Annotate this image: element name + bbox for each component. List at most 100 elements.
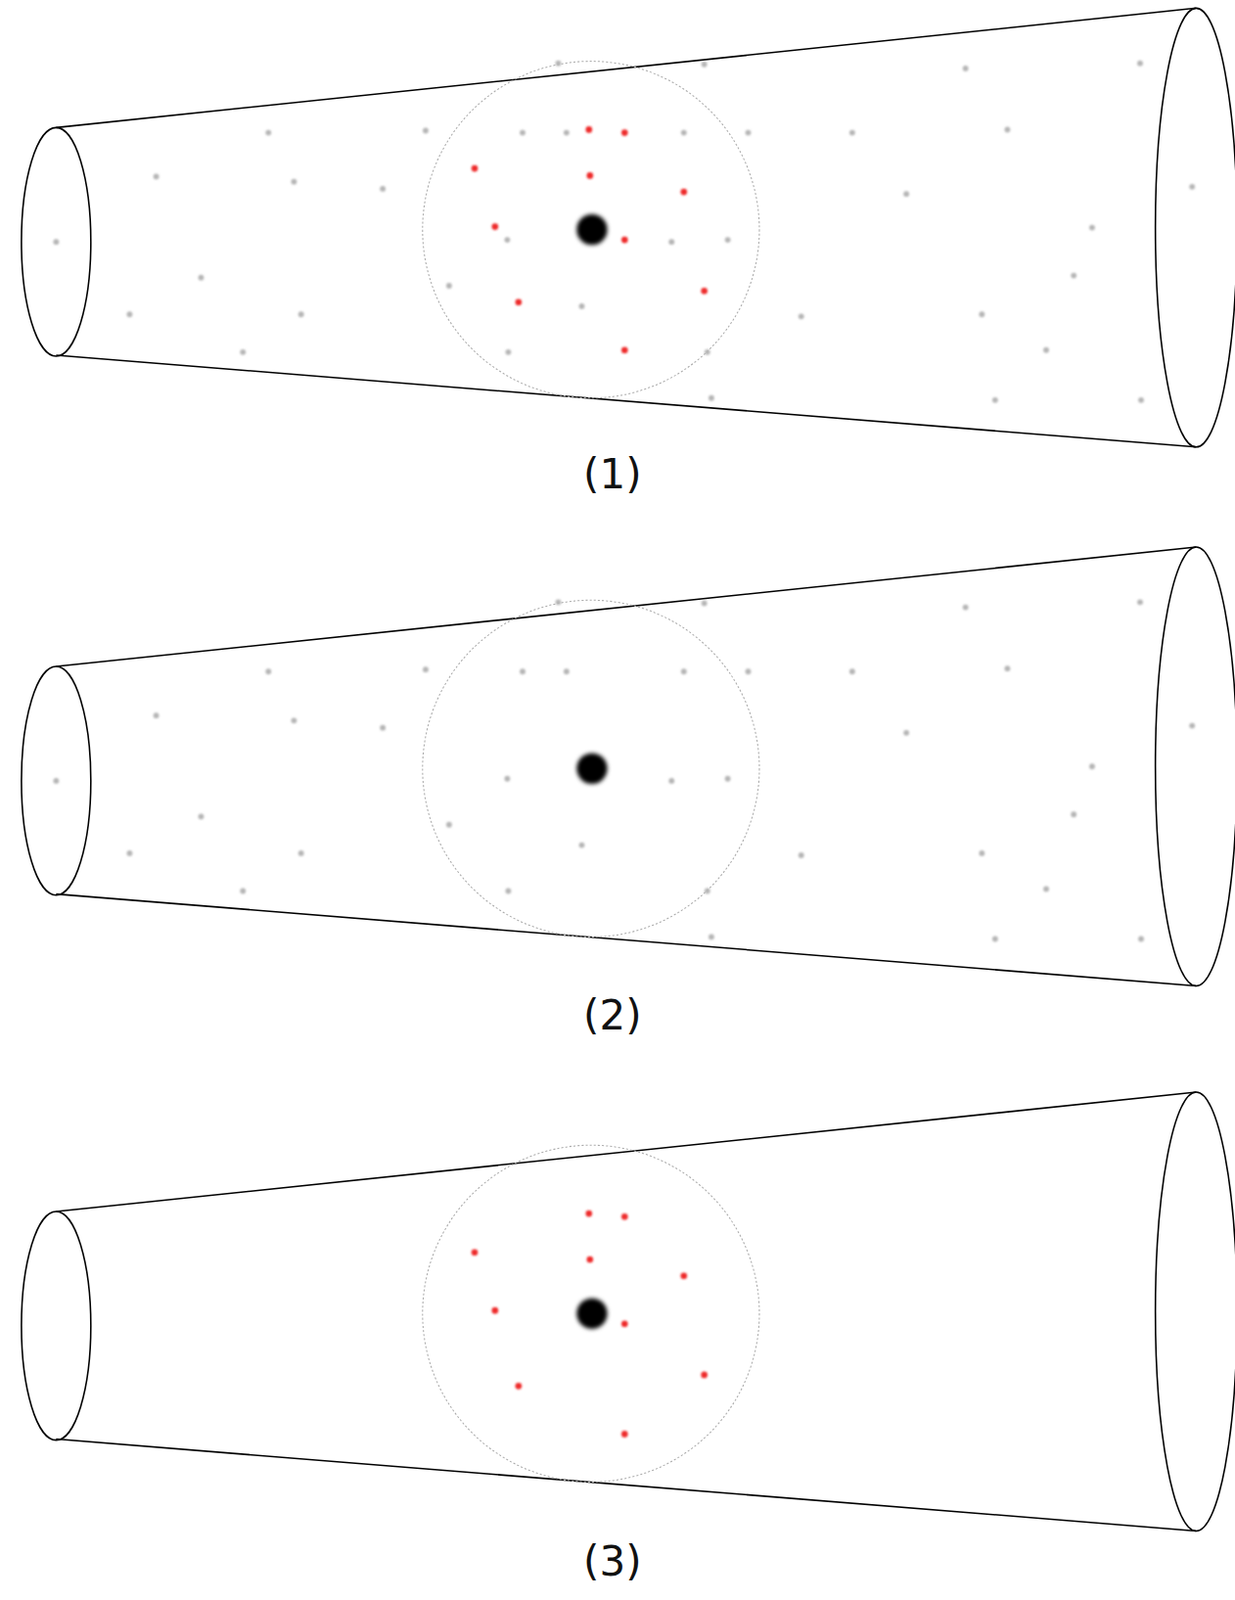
gray-galaxy <box>265 130 272 137</box>
gray-galaxy <box>1043 886 1050 893</box>
gray-galaxy <box>962 604 969 611</box>
cone-edge <box>55 1439 1196 1532</box>
cone-end <box>21 1211 92 1441</box>
gray-galaxy <box>579 842 586 849</box>
gray-galaxy <box>1189 723 1195 730</box>
central-object <box>576 753 607 784</box>
gray-galaxy <box>298 311 305 318</box>
central-object <box>576 1298 607 1329</box>
gray-galaxy <box>978 311 985 318</box>
gray-galaxy <box>198 813 205 820</box>
gray-galaxy <box>1189 183 1195 190</box>
red-galaxy <box>700 1372 708 1379</box>
gray-galaxy <box>563 130 570 137</box>
panel-number: (3) <box>583 1541 642 1583</box>
red-galaxy <box>492 223 500 230</box>
gray-galaxy <box>1004 127 1010 134</box>
gray-galaxy <box>1043 347 1050 354</box>
red-galaxy <box>587 172 595 180</box>
gray-galaxy <box>52 777 59 784</box>
radius-circle <box>422 61 760 399</box>
cone-edge <box>55 1092 1196 1212</box>
red-galaxy <box>585 1210 593 1218</box>
red-galaxy <box>621 129 629 137</box>
gray-galaxy <box>1137 598 1144 605</box>
gray-galaxy <box>555 60 562 67</box>
cone-edge <box>55 7 1196 128</box>
gray-galaxy <box>555 598 562 605</box>
red-galaxy <box>621 1430 629 1438</box>
gray-galaxy <box>153 712 160 719</box>
cone-panel <box>21 7 1235 447</box>
cone-edge <box>55 355 1196 448</box>
red-galaxy <box>621 1320 629 1327</box>
gray-galaxy <box>668 238 675 245</box>
gray-galaxy <box>962 65 969 72</box>
gray-galaxy <box>1004 665 1010 672</box>
gray-galaxy <box>681 668 687 675</box>
gray-galaxy <box>563 668 570 675</box>
gray-galaxy <box>798 852 805 859</box>
gray-galaxy <box>668 777 675 784</box>
gray-galaxy <box>1089 225 1096 231</box>
gray-galaxy <box>504 349 511 356</box>
red-galaxy <box>471 165 479 173</box>
red-galaxy <box>621 236 629 244</box>
gray-galaxy <box>849 668 856 675</box>
gray-galaxy <box>503 236 510 243</box>
central-object <box>576 214 607 245</box>
gray-galaxy <box>298 850 305 857</box>
gray-galaxy <box>127 850 134 857</box>
red-galaxy <box>621 346 629 354</box>
gray-galaxy <box>725 236 732 243</box>
gray-galaxy <box>446 822 453 828</box>
gray-galaxy <box>239 888 246 895</box>
cone-edge <box>55 894 1196 987</box>
gray-galaxy <box>290 717 297 724</box>
gray-galaxy <box>1070 811 1077 818</box>
gray-galaxy <box>153 174 160 181</box>
cone-end <box>21 666 92 896</box>
red-galaxy <box>700 287 708 295</box>
red-galaxy <box>680 1272 687 1280</box>
cone-panel <box>21 1092 1235 1531</box>
gray-galaxy <box>725 776 732 782</box>
gray-galaxy <box>903 730 910 736</box>
cone-end <box>1155 1092 1235 1531</box>
gray-galaxy <box>704 888 711 895</box>
cone-edge <box>55 547 1196 667</box>
gray-galaxy <box>701 61 708 68</box>
gray-galaxy <box>52 238 59 245</box>
red-galaxy <box>471 1248 479 1256</box>
red-galaxy <box>514 298 522 306</box>
gray-galaxy <box>708 934 715 941</box>
gray-galaxy <box>849 130 856 137</box>
cone-end <box>1155 547 1235 986</box>
red-galaxy <box>585 126 593 134</box>
gray-galaxy <box>379 725 386 732</box>
gray-galaxy <box>992 397 999 404</box>
gray-galaxy <box>745 130 752 137</box>
gray-galaxy <box>422 666 429 673</box>
gray-galaxy <box>239 349 246 356</box>
gray-galaxy <box>1138 397 1144 404</box>
gray-galaxy <box>1089 763 1096 770</box>
gray-galaxy <box>503 776 510 782</box>
gray-galaxy <box>1138 936 1144 943</box>
gray-galaxy <box>701 599 708 606</box>
gray-galaxy <box>519 668 526 675</box>
red-galaxy <box>492 1307 500 1315</box>
gray-galaxy <box>579 303 586 310</box>
gray-galaxy <box>903 190 910 197</box>
red-galaxy <box>514 1382 522 1390</box>
red-galaxy <box>680 188 687 196</box>
gray-galaxy <box>127 311 134 318</box>
gray-galaxy <box>978 850 985 857</box>
gray-galaxy <box>422 128 429 135</box>
gray-galaxy <box>446 282 453 289</box>
panel-number: (2) <box>583 995 642 1037</box>
gray-galaxy <box>1070 273 1077 279</box>
gray-galaxy <box>745 668 752 675</box>
gray-galaxy <box>992 936 999 943</box>
